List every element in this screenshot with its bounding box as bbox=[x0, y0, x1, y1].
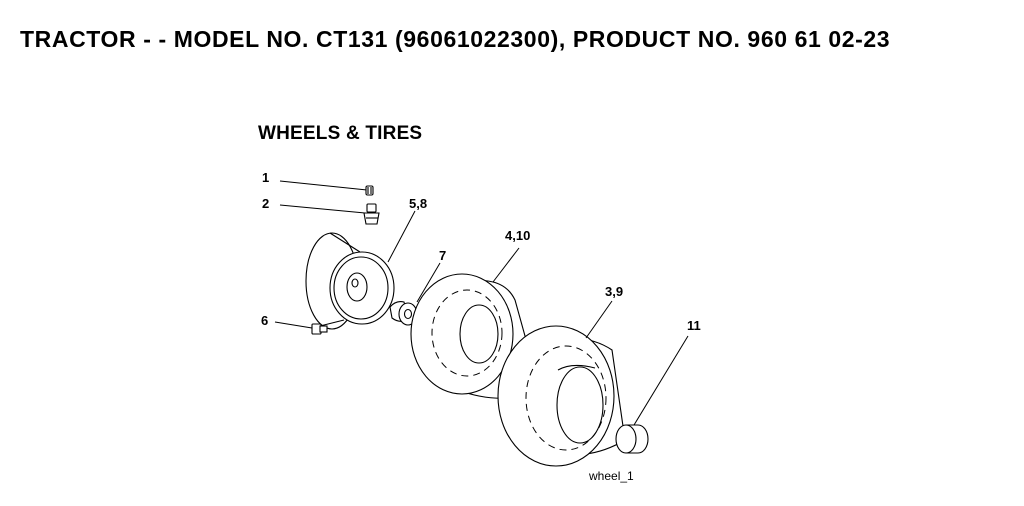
lug-bolt-part-6 bbox=[274, 321, 328, 335]
rear-tire-part-3-9 bbox=[497, 300, 626, 467]
callout-11: 11 bbox=[687, 318, 701, 333]
valve-stem-part-2 bbox=[279, 203, 380, 225]
figure-id-caption: wheel_1 bbox=[588, 469, 634, 483]
callout-3-9: 3,9 bbox=[605, 284, 623, 299]
rim-part-5-8 bbox=[305, 210, 416, 330]
valve-cap-part-1 bbox=[279, 180, 374, 196]
callout-2: 2 bbox=[262, 196, 269, 211]
leader-line-6 bbox=[274, 321, 313, 329]
callout-6: 6 bbox=[261, 313, 268, 328]
leader-line-3-9 bbox=[585, 300, 613, 339]
page-title: TRACTOR - - MODEL NO. CT131 (96061022300… bbox=[20, 26, 891, 52]
hub-cap-part-11 bbox=[615, 335, 689, 454]
leader-line-11 bbox=[633, 335, 689, 426]
section-title: WHEELS & TIRES bbox=[258, 123, 423, 144]
leader-line-5-8 bbox=[387, 210, 416, 263]
callout-4-10: 4,10 bbox=[505, 228, 530, 243]
leader-line-7 bbox=[416, 262, 441, 303]
leader-line-1 bbox=[279, 180, 368, 191]
callout-1: 1 bbox=[262, 170, 269, 185]
leader-line-4-10 bbox=[492, 247, 520, 283]
callout-7: 7 bbox=[439, 248, 446, 263]
leader-line-2 bbox=[279, 204, 366, 214]
callout-5-8: 5,8 bbox=[409, 196, 427, 211]
